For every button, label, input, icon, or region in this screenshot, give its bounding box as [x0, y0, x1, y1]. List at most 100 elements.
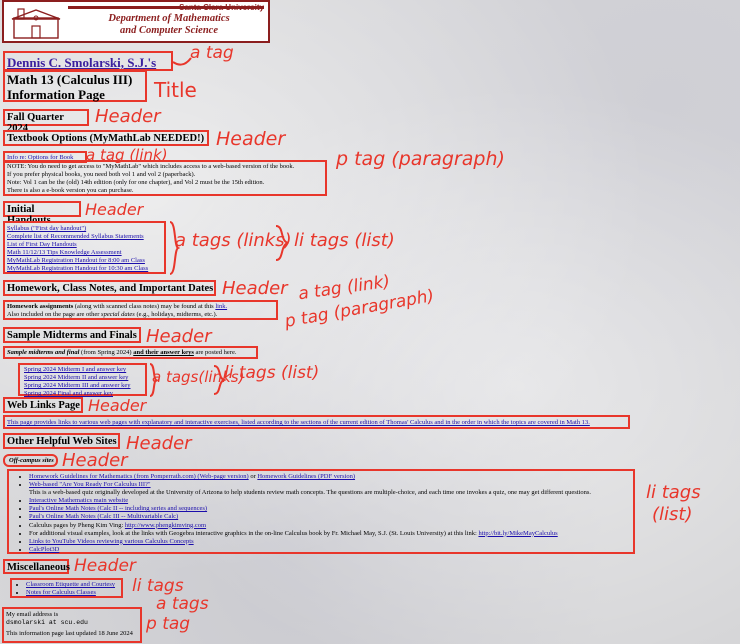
- list-item: Calculus pages by Pheng Kim Ving: http:/…: [29, 522, 649, 530]
- annotation-a-tags-2: a tags(links): [152, 368, 245, 386]
- weblinks-link[interactable]: This page provides links to various web …: [7, 419, 590, 426]
- homework-line-1-text: (along with scanned class notes) may be …: [73, 303, 216, 310]
- textbook-note-4: There is also a e-book version you can p…: [7, 187, 134, 195]
- other-list-box: Homework Guidelines for Mathematics (fro…: [7, 469, 635, 554]
- homework-paragraph-box: Homework assignments (along with scanned…: [3, 300, 278, 320]
- handout-link-syllabus[interactable]: Syllabus ("First day handout"): [7, 225, 87, 232]
- weblinks-link-box: This page provides links to various web …: [3, 415, 630, 429]
- handouts-heading-box: Initial Handouts: [3, 201, 81, 226]
- textbook-link-box: Info re: Options for Book: [3, 151, 87, 163]
- annotation-p-tag-3: p tag: [146, 614, 191, 634]
- annotation-li-tags-4: li tags: [132, 576, 184, 596]
- list-item-link[interactable]: Homework Guidelines for Mathematics (fro…: [29, 473, 249, 480]
- annotation-brace-2: [275, 225, 289, 261]
- list-item-link[interactable]: Links to YouTube Videos reviewing variou…: [29, 537, 194, 545]
- list-item-link[interactable]: Interactive Mathematics main website: [29, 497, 129, 505]
- footer-box: My email address is dsmolarski at scu.ed…: [2, 607, 142, 643]
- homework-line-2: Also included on the page are other spec…: [7, 311, 279, 319]
- list-item: Spring 2024 Midterm III and answer key: [24, 382, 131, 390]
- midterms-heading: Sample Midterms and Finals: [7, 330, 137, 341]
- homework-special-dates: special dates: [101, 311, 135, 319]
- list-item: Homework Guidelines for Mathematics (fro…: [29, 473, 649, 481]
- midterms-intro-end: are posted here.: [193, 349, 237, 356]
- title-line-2: Information Page: [7, 87, 105, 102]
- midterms-intro-mid: (from Spring 2024): [79, 349, 134, 356]
- department-line-1: Department of Mathematics: [108, 13, 230, 24]
- annotation-li-tags-3-line-1: li tags: [646, 482, 701, 503]
- homework-line-2-a: Also included on the page are other: [7, 311, 102, 319]
- other-heading: Other Helpful Web Sites: [7, 436, 117, 447]
- final-exam-link[interactable]: Spring 2024 Final and answer key: [24, 390, 114, 398]
- midterms-intro-em: Sample midterms and final: [7, 349, 80, 356]
- handout-link-mml-1030[interactable]: MyMathLab Registration Handout for 10:30…: [7, 265, 149, 273]
- list-item-link[interactable]: http://bit.ly/MikeMayCalculus: [478, 529, 558, 537]
- list-item: Spring 2024 Midterm I and answer key: [24, 366, 131, 374]
- list-item: Classroom Etiquette and Courtesy: [26, 581, 115, 589]
- list-item: Notes for Calculus Classes: [26, 589, 115, 597]
- list-item: CalcPlot3D: [29, 546, 649, 554]
- handout-link-first-day[interactable]: List of First Day Handouts: [7, 241, 77, 249]
- homework-line-2-b: (e.g., holidays, midterms, etc.).: [134, 311, 218, 319]
- misc-list-box: Classroom Etiquette and Courtesy Notes f…: [10, 578, 123, 598]
- homework-heading-box: Homework, Class Notes, and Important Dat…: [3, 280, 216, 296]
- list-item: Spring 2024 Final and answer key: [24, 390, 131, 398]
- list-item-link[interactable]: CalcPlot3D: [29, 545, 60, 553]
- annotation-a-tags-3: a tags: [156, 594, 209, 614]
- annotation-header-3: Header: [85, 200, 144, 219]
- midterms-intro-bold: and their answer keys: [133, 349, 194, 356]
- list-item-link[interactable]: Paul's Online Math Notes (Calc III -- Mu…: [29, 513, 179, 521]
- weblinks-heading: Web Links Page: [7, 400, 80, 411]
- offcampus-label: Off-campus sites: [9, 457, 54, 464]
- midterm-3-link[interactable]: Spring 2024 Midterm III and answer key: [24, 382, 131, 390]
- list-item-link[interactable]: Paul's Online Math Notes (Calc II -- inc…: [29, 505, 208, 513]
- midterm-1-link[interactable]: Spring 2024 Midterm I and answer key: [24, 366, 127, 373]
- textbook-note-2: If you prefer physical books, you need b…: [7, 171, 196, 179]
- handout-link-mml-800[interactable]: MyMathLab Registration Handout for 8:00 …: [7, 257, 145, 265]
- list-item-link-2[interactable]: Homework Guidelines (PDF version): [257, 473, 356, 480]
- department-name: Department of Mathematics and Computer S…: [74, 13, 264, 37]
- annotation-header-2: Header: [216, 128, 286, 150]
- offcampus-box: Off-campus sites: [3, 454, 58, 467]
- list-item-link[interactable]: Web-based "Are You Ready For Calculus II…: [29, 481, 151, 489]
- list-item-text: For additional visual examples, look at …: [29, 529, 479, 537]
- annotation-brace-4: [213, 365, 226, 395]
- list-item: This is a web-based quiz originally deve…: [29, 489, 649, 497]
- annotation-header-5: Header: [146, 326, 212, 347]
- mission-church-icon: [11, 8, 61, 39]
- list-item: Paul's Online Math Notes (Calc III -- Mu…: [29, 513, 649, 521]
- homework-paragraph: Homework assignments (along with scanned…: [7, 303, 279, 319]
- textbook-note-3: Note: Vol 1 can be the (old) 14th editio…: [7, 179, 265, 187]
- annotation-brace-3: [149, 363, 158, 397]
- handout-link-tips[interactable]: Math 11/12/13 Tips Knowledge Assessment: [7, 249, 122, 257]
- annotation-header-7: Header: [126, 433, 192, 454]
- annotation-a-tags-1: a tags (links): [175, 230, 292, 251]
- list-item-link[interactable]: http://www.phengkimving.com: [124, 521, 207, 529]
- author-link[interactable]: Dennis C. Smolarski, S.J.'s: [7, 55, 157, 70]
- textbook-note-1: NOTE: You do need to get access to "MyMa…: [7, 163, 295, 170]
- midterms-list-box: Spring 2024 Midterm I and answer key Spr…: [18, 363, 147, 398]
- list-item: For additional visual examples, look at …: [29, 530, 649, 538]
- annotation-header-6: Header: [88, 396, 147, 415]
- handouts-list: Syllabus ("First day handout") Complete …: [7, 225, 148, 274]
- calculus-notes-link[interactable]: Notes for Calculus Classes: [26, 589, 96, 597]
- author-link-box: Dennis C. Smolarski, S.J.'s: [3, 51, 173, 71]
- homework-line-1: Homework assignments (along with scanned…: [7, 303, 279, 311]
- annotation-li-tags-1: li tags (list): [294, 230, 395, 251]
- textbook-options-link[interactable]: Info re: Options for Book: [7, 154, 74, 161]
- annotation-arrow: [172, 57, 192, 66]
- homework-assignments-label: Homework assignments: [7, 303, 74, 310]
- classroom-etiquette-link[interactable]: Classroom Etiquette and Courtesy: [26, 581, 116, 588]
- annotation-p-tag-1: p tag (paragraph): [336, 148, 505, 170]
- list-item: Web-based "Are You Ready For Calculus II…: [29, 481, 649, 489]
- midterm-2-link[interactable]: Spring 2024 Midterm II and answer key: [24, 374, 129, 382]
- footer-email-label: My email address is: [6, 611, 59, 618]
- handout-link-statements[interactable]: Complete list of Recommended Syllabus St…: [7, 233, 144, 241]
- footer-email: dsmolarski at scu.edu: [6, 619, 88, 627]
- list-item: Interactive Mathematics main website: [29, 497, 649, 505]
- misc-heading: Miscellaneous: [7, 562, 70, 573]
- annotation-header-1: Header: [95, 106, 161, 127]
- annotation-header-4: Header: [222, 278, 288, 299]
- textbook-paragraph-box: NOTE: You do need to get access to "MyMa…: [3, 160, 327, 196]
- homework-link[interactable]: link.: [215, 303, 228, 310]
- other-heading-box: Other Helpful Web Sites: [3, 433, 120, 449]
